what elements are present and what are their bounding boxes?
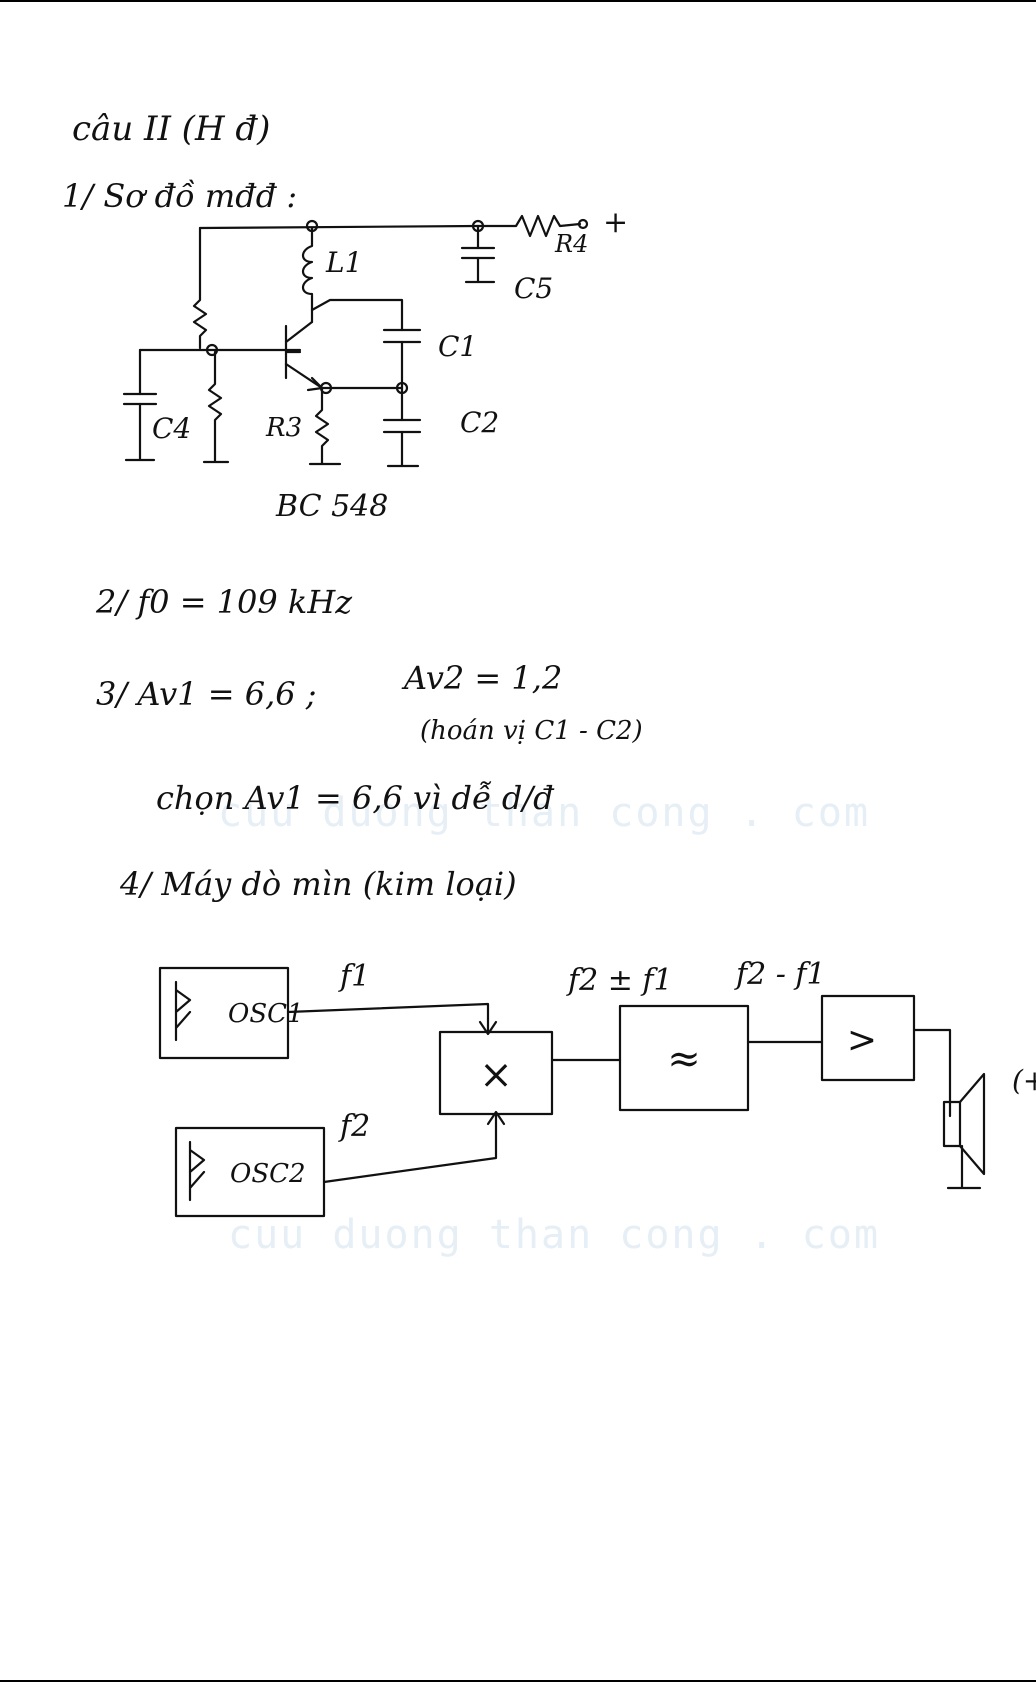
r3-label: R3: [265, 413, 302, 443]
filter-symbol: ≈: [667, 1036, 701, 1082]
section-2-frequency: 2/ f0 = 109 kHz: [96, 586, 352, 618]
section-4-title: 4/ Máy dò mìn (kim loại): [120, 868, 517, 900]
speaker-label: (+: [1012, 1064, 1036, 1097]
r4-label: R4: [554, 230, 588, 258]
osc1-label: OSC1: [228, 999, 304, 1029]
c4-label: C4: [152, 412, 191, 445]
transistor-label: BC 548: [275, 489, 388, 524]
bottom-border: [0, 1680, 1036, 1682]
f2-label: f2: [338, 1109, 370, 1144]
l1-label: L1: [325, 246, 362, 279]
supply-plus-label: +: [603, 205, 628, 240]
amplifier-symbol: >: [847, 1020, 877, 1061]
c2-label: C2: [460, 406, 499, 439]
sum-label: f2 ± f1: [566, 963, 673, 998]
f1-label: f1: [338, 959, 370, 994]
metal-detector-block-diagram: OSC1 OSC2 f1 f2 × f2 ± f1 ≈ f2 - f1 >: [0, 920, 1036, 1220]
section-3-av1: 3/ Av1 = 6,6 ;: [96, 678, 317, 710]
mixer-symbol: ×: [479, 1052, 513, 1098]
c5-label: C5: [514, 272, 553, 305]
c1-label: C1: [438, 330, 477, 363]
oscillator-schematic: + R4 C5 C4 L1 C1: [0, 0, 1036, 560]
diff-label: f2 - f1: [734, 957, 826, 992]
section-3-note: (hoán vị C1 - C2): [420, 718, 643, 744]
section-3-choice: chọn Av1 = 6,6 vì dễ d/đ: [156, 782, 554, 814]
section-3-av2: Av2 = 1,2: [404, 662, 562, 694]
osc2-label: OSC2: [230, 1159, 306, 1189]
